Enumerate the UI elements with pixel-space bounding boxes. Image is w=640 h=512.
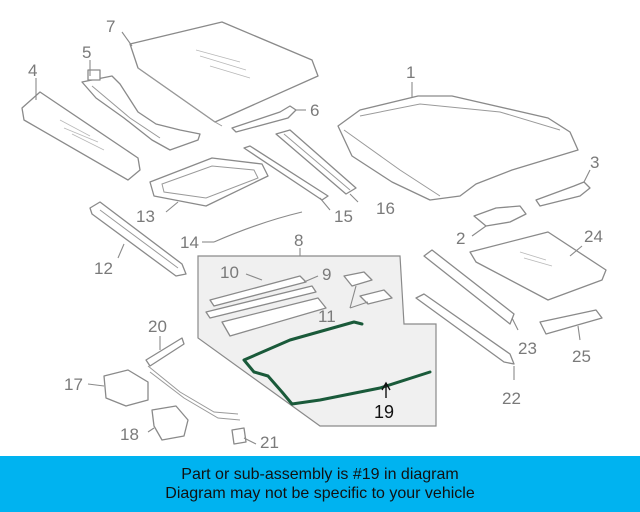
part-13-frame xyxy=(149,157,269,207)
part-21-clip xyxy=(231,427,247,445)
part-25-strip xyxy=(539,309,603,335)
part-17-motor xyxy=(103,369,149,407)
callout-6: 6 xyxy=(310,101,319,120)
callout-10: 10 xyxy=(220,263,239,282)
callout-17: 17 xyxy=(64,375,83,394)
callout-15: 15 xyxy=(334,207,353,226)
callout-22: 22 xyxy=(502,389,521,408)
callout-4: 4 xyxy=(28,61,37,80)
callout-18: 18 xyxy=(120,425,139,444)
part-7-glass-panel xyxy=(129,21,319,127)
part-23-rail xyxy=(423,249,515,325)
parts-diagram: 7 5 4 6 1 3 2 13 15 16 14 12 8 10 9 11 2… xyxy=(21,17,607,452)
callout-3: 3 xyxy=(590,153,599,172)
part-3-actuator xyxy=(535,181,591,207)
part-24-panel xyxy=(469,231,607,301)
callout-8: 8 xyxy=(294,231,303,250)
callout-12: 12 xyxy=(94,259,113,278)
callout-13: 13 xyxy=(136,207,155,226)
callout-14: 14 xyxy=(180,233,199,252)
part-18-motor xyxy=(151,405,189,441)
part-20-wiring xyxy=(145,337,241,421)
inset-box xyxy=(197,255,437,427)
part-4-sunshade xyxy=(21,91,141,181)
callout-19: 19 xyxy=(374,402,394,422)
callout-24: 24 xyxy=(584,227,603,246)
part-info-banner: Part or sub-assembly is #19 in diagram D… xyxy=(0,456,640,512)
part-16-strip xyxy=(275,129,357,195)
callout-7: 7 xyxy=(106,17,115,36)
part-2-bracket xyxy=(473,205,527,227)
banner-line-1: Part or sub-assembly is #19 in diagram xyxy=(181,466,459,483)
part-14-seal xyxy=(213,211,303,243)
callout-9: 9 xyxy=(322,265,331,284)
banner-line-2: Diagram may not be specific to your vehi… xyxy=(165,485,475,502)
leader-lines xyxy=(35,31,591,445)
part-1-roof-module xyxy=(337,95,579,201)
part-12-rail xyxy=(89,201,187,277)
callout-23: 23 xyxy=(518,339,537,358)
part-22-rail xyxy=(415,293,515,365)
callout-21: 21 xyxy=(260,433,279,452)
callout-16: 16 xyxy=(376,199,395,218)
callout-11: 11 xyxy=(318,307,336,326)
callout-5: 5 xyxy=(82,43,91,62)
callout-25: 25 xyxy=(572,347,591,366)
callout-20: 20 xyxy=(148,317,167,336)
part-15-strip xyxy=(243,145,329,201)
part-5-front-frame xyxy=(81,69,201,151)
callout-2: 2 xyxy=(456,229,465,248)
callout-1: 1 xyxy=(406,63,415,82)
